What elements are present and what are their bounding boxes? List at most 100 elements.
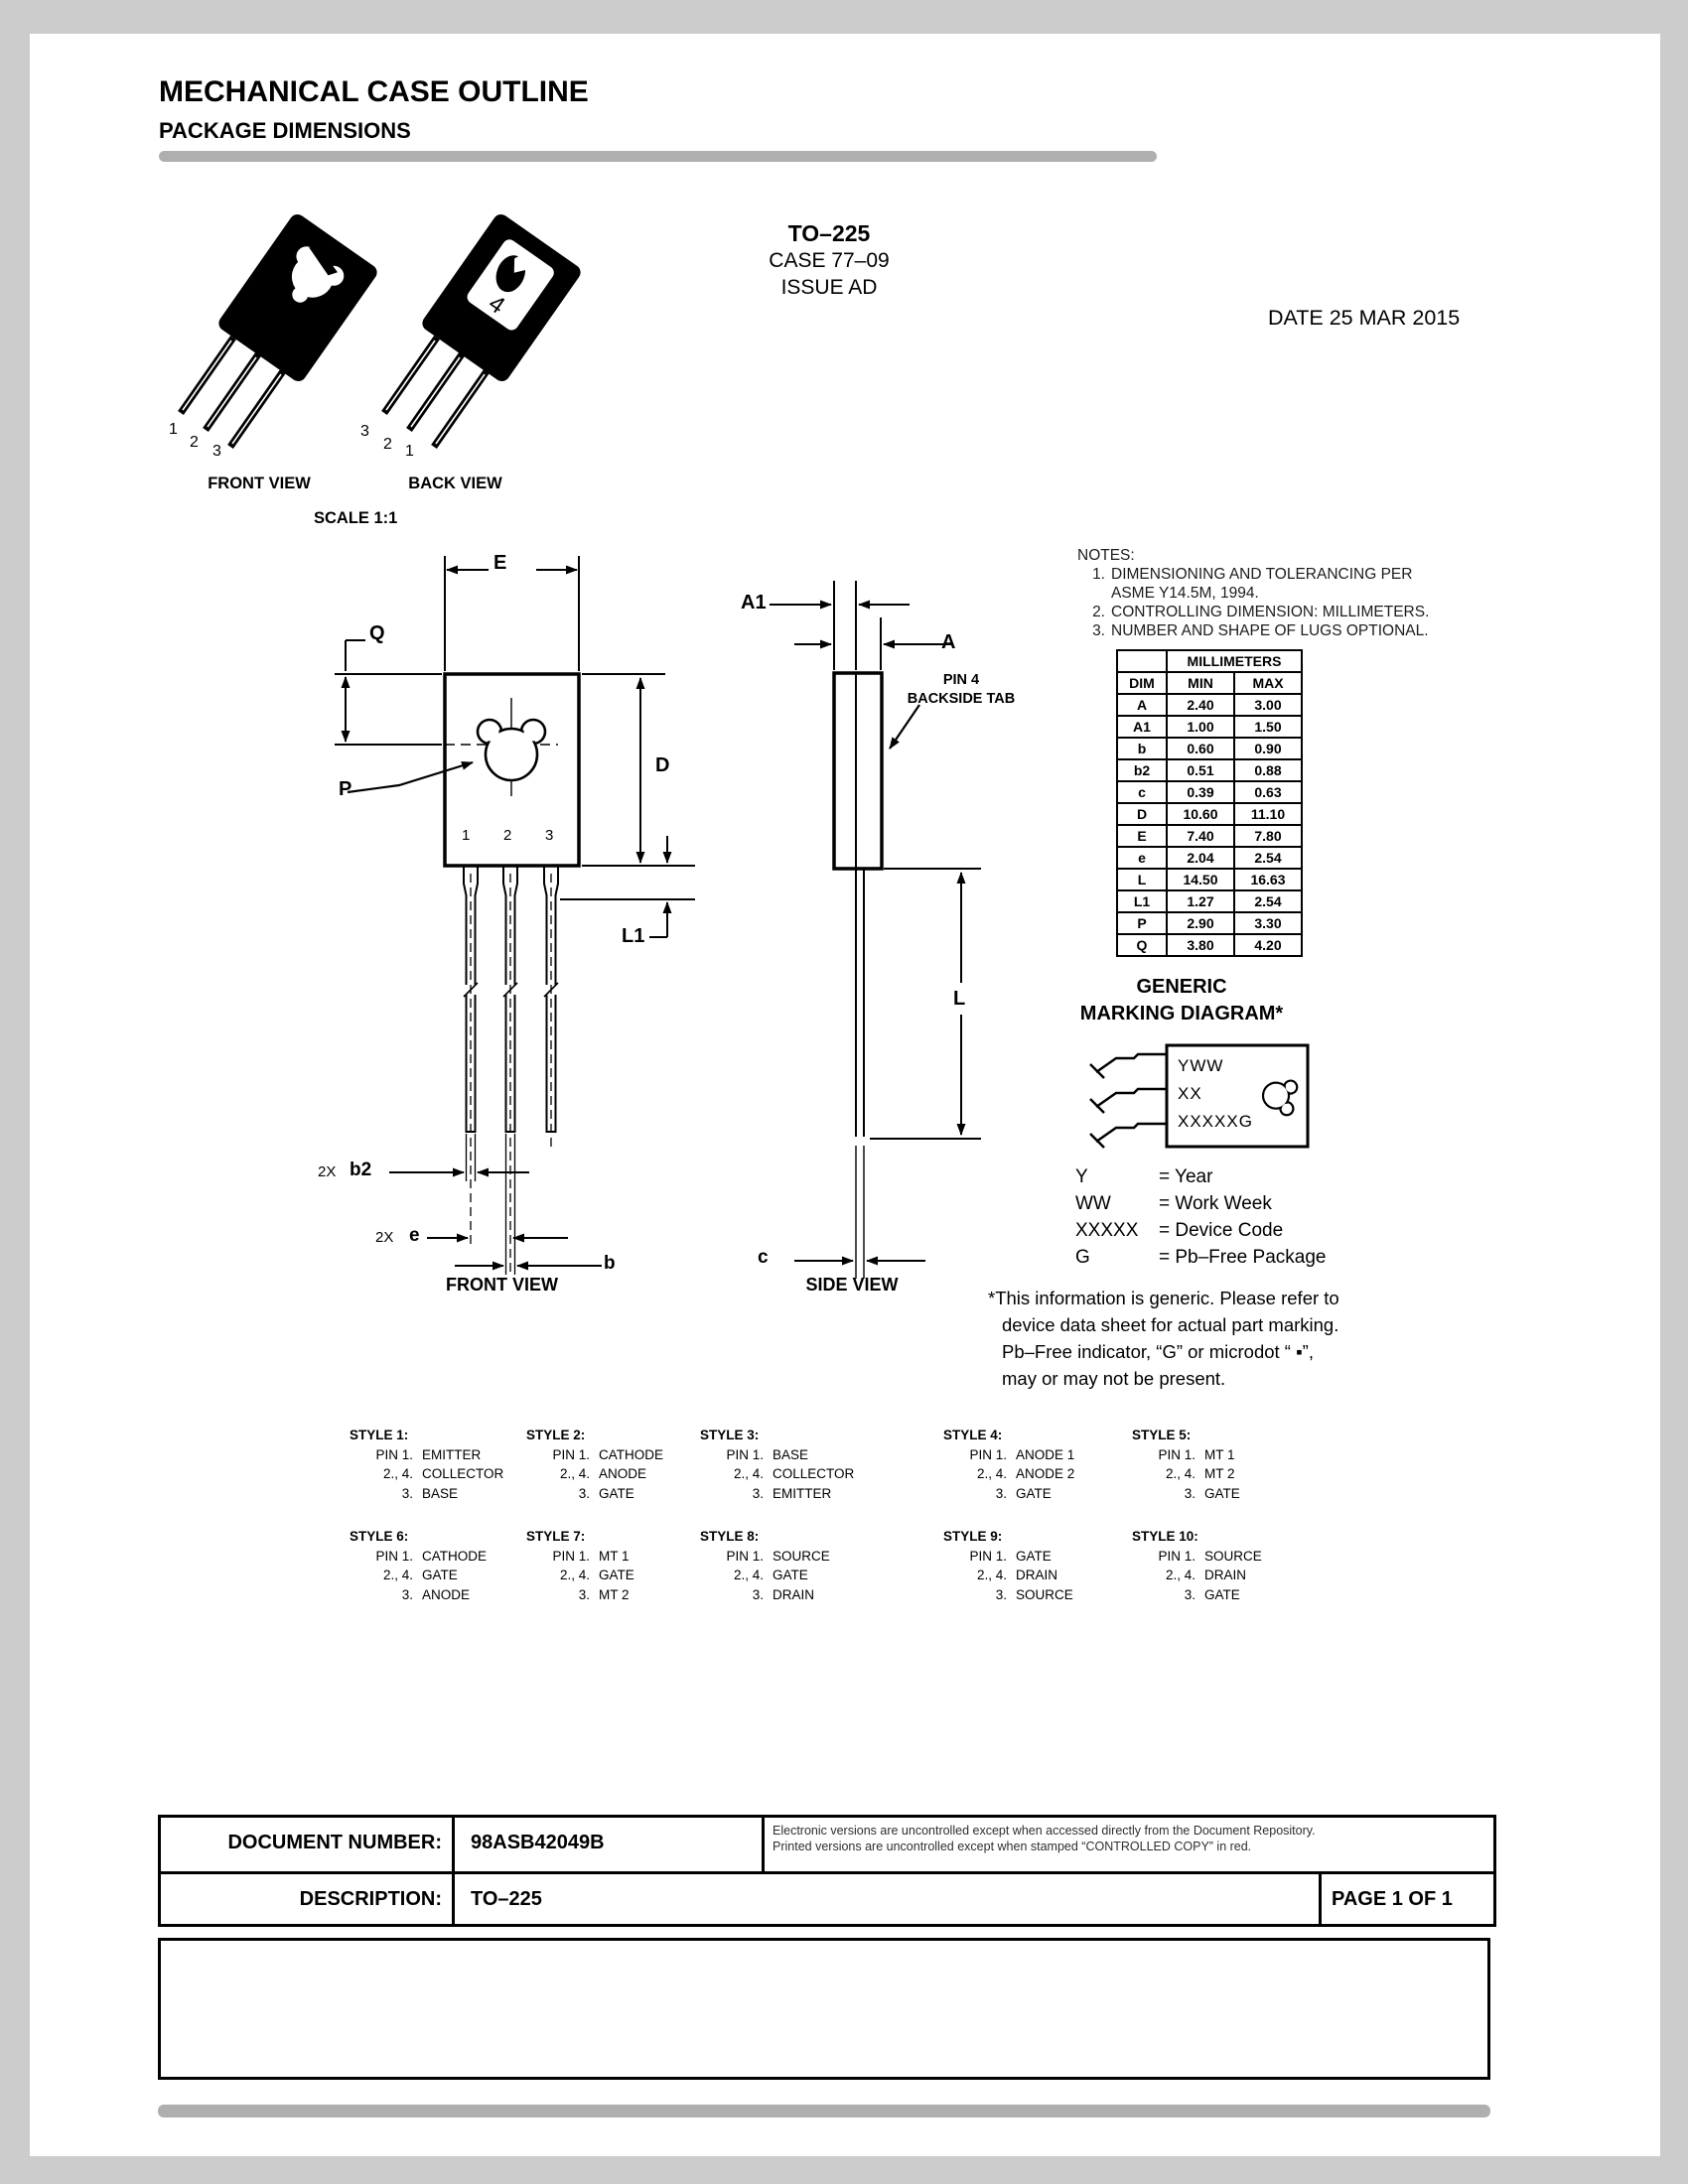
style-pin-value: GATE <box>1016 1548 1052 1564</box>
legend-desc: = Device Code <box>1159 1220 1284 1241</box>
front-view-drawing <box>335 556 695 1277</box>
style-pin-number: PIN 1. <box>375 1548 413 1564</box>
marking-code-line2: XX <box>1178 1084 1202 1103</box>
style-pin-number: 2., 4. <box>976 1568 1007 1582</box>
dim-cell: E <box>1116 824 1168 848</box>
style-pin-number: 2., 4. <box>733 1568 764 1582</box>
back-pin3-label: 3 <box>360 423 369 440</box>
disclaimer-line1: Electronic versions are uncontrolled exc… <box>773 1824 1316 1838</box>
table-row: A 2.40 3.00 <box>1116 693 1303 717</box>
dim-table-corner-cell <box>1116 649 1168 673</box>
style-pin-number: 2., 4. <box>382 1466 413 1481</box>
empty-revision-box <box>158 1938 1490 2080</box>
note-item: 3. NUMBER AND SHAPE OF LUGS OPTIONAL. <box>1077 621 1514 640</box>
dim-Q-label: Q <box>369 622 385 644</box>
date-label: DATE 25 MAR 2015 <box>1268 306 1461 330</box>
style-pin-number: 3. <box>578 1485 590 1501</box>
max-cell: 0.90 <box>1233 737 1303 760</box>
style-pin-number: PIN 1. <box>726 1548 764 1564</box>
max-cell: 3.30 <box>1233 911 1303 935</box>
paper-sheet <box>30 34 1660 2156</box>
style-label: STYLE 6: <box>350 1529 409 1544</box>
style-pin-row: 2., 4. DRAIN <box>1132 1566 1311 1585</box>
page-subtitle: PACKAGE DIMENSIONS <box>159 118 411 143</box>
footer-divider-bar <box>158 2105 1490 2117</box>
style-pin-number: PIN 1. <box>969 1446 1007 1462</box>
min-cell: 0.51 <box>1166 758 1235 782</box>
style-pin-number: 2., 4. <box>733 1466 764 1481</box>
dim-cell: b <box>1116 737 1168 760</box>
dim-cell: L1 <box>1116 889 1168 913</box>
dim-P-label: P <box>339 778 352 800</box>
style-label: STYLE 10: <box>1132 1529 1198 1544</box>
style-block: STYLE 1: PIN 1. EMITTER 2., 4. COLLECTOR… <box>350 1426 526 1503</box>
style-pin-number: 3. <box>401 1485 413 1501</box>
e-prefix-label: 2X <box>375 1229 394 1246</box>
footer-row-description: DESCRIPTION: TO–225 PAGE 1 OF 1 <box>161 1874 1493 1924</box>
table-row: c 0.39 0.63 <box>1116 780 1303 804</box>
back-lead-highlights <box>385 340 486 445</box>
table-row: P 2.90 3.30 <box>1116 911 1303 935</box>
style-block: STYLE 8: PIN 1. SOURCE 2., 4. GATE 3. DR… <box>700 1527 943 1604</box>
style-pin-row: 3. BASE <box>350 1484 526 1504</box>
style-pin-value: CATHODE <box>599 1446 664 1462</box>
min-cell: 10.60 <box>1166 802 1235 826</box>
back-pin1-label: 1 <box>405 443 414 460</box>
table-row: L1 1.27 2.54 <box>1116 889 1303 913</box>
style-pin-value: ANODE 1 <box>1016 1446 1075 1462</box>
style-pin-row: PIN 1. MT 1 <box>526 1547 700 1567</box>
pin4-note-line1: PIN 4 <box>942 672 980 688</box>
style-pin-value: GATE <box>422 1568 458 1582</box>
back-pin2-label: 2 <box>383 436 392 453</box>
table-row: L 14.50 16.63 <box>1116 868 1303 891</box>
table-row: b2 0.51 0.88 <box>1116 758 1303 782</box>
dim-b2-label: b2 <box>350 1160 372 1180</box>
note-text: DIMENSIONING AND TOLERANCING PER ASME Y1… <box>1111 566 1413 602</box>
legend-row: Y = Year <box>1075 1163 1326 1190</box>
description-label: DESCRIPTION: <box>161 1874 455 1924</box>
style-label: STYLE 4: <box>943 1428 1003 1442</box>
marking-diagram-drawing <box>1089 1043 1310 1149</box>
style-pin-row: 3. MT 2 <box>526 1585 700 1605</box>
style-pin-row: 3. GATE <box>1132 1585 1311 1605</box>
style-block: STYLE 10: PIN 1. SOURCE 2., 4. DRAIN 3. … <box>1132 1527 1311 1604</box>
footer-title-block: DOCUMENT NUMBER: 98ASB42049B Electronic … <box>158 1815 1496 1927</box>
style-pin-value: SOURCE <box>1016 1586 1073 1602</box>
back-view-3d-caption: BACK VIEW <box>408 475 502 492</box>
style-pin-number: PIN 1. <box>726 1446 764 1462</box>
style-pin-row: 3. EMITTER <box>700 1484 943 1504</box>
dim-b-label: b <box>604 1253 616 1274</box>
legend-term: Y <box>1075 1166 1088 1187</box>
style-pin-number: PIN 1. <box>969 1548 1007 1564</box>
style-pin-value: DRAIN <box>1016 1568 1058 1582</box>
style-pin-value: GATE <box>1204 1485 1240 1501</box>
drawing-pin2-label: 2 <box>503 827 512 844</box>
drawing-pin1-label: 1 <box>462 827 471 844</box>
style-label: STYLE 8: <box>700 1529 760 1544</box>
style-pin-value: DRAIN <box>773 1586 815 1602</box>
dim-cell: A <box>1116 693 1168 717</box>
dim-cell: b2 <box>1116 758 1168 782</box>
style-pin-value: MT 2 <box>1204 1466 1235 1481</box>
legend-term: G <box>1075 1247 1090 1268</box>
style-pin-row: 2., 4. MT 2 <box>1132 1464 1311 1484</box>
style-pin-row: 2., 4. DRAIN <box>943 1566 1132 1585</box>
style-pin-value: ANODE <box>599 1466 647 1481</box>
max-cell: 4.20 <box>1233 933 1303 957</box>
dim-L-label: L <box>953 988 966 1010</box>
legend-row: WW = Work Week <box>1075 1190 1326 1217</box>
dim-A1-label: A1 <box>741 592 767 614</box>
max-cell: 3.00 <box>1233 693 1303 717</box>
table-row: D 10.60 11.10 <box>1116 802 1303 826</box>
marking-footnote: *This information is generic. Please ref… <box>988 1285 1455 1392</box>
style-block: STYLE 3: PIN 1. BASE 2., 4. COLLECTOR 3.… <box>700 1426 943 1503</box>
style-pin-value: EMITTER <box>773 1485 832 1501</box>
dim-cell: e <box>1116 846 1168 870</box>
dim-cell: Q <box>1116 933 1168 957</box>
note-item: 2. CONTROLLING DIMENSION: MILLIMETERS. <box>1077 603 1514 621</box>
max-cell: 0.63 <box>1233 780 1303 804</box>
max-cell: 0.88 <box>1233 758 1303 782</box>
header-divider-bar <box>159 151 1157 162</box>
footer-disclaimer: Electronic versions are uncontrolled exc… <box>765 1818 1493 1871</box>
